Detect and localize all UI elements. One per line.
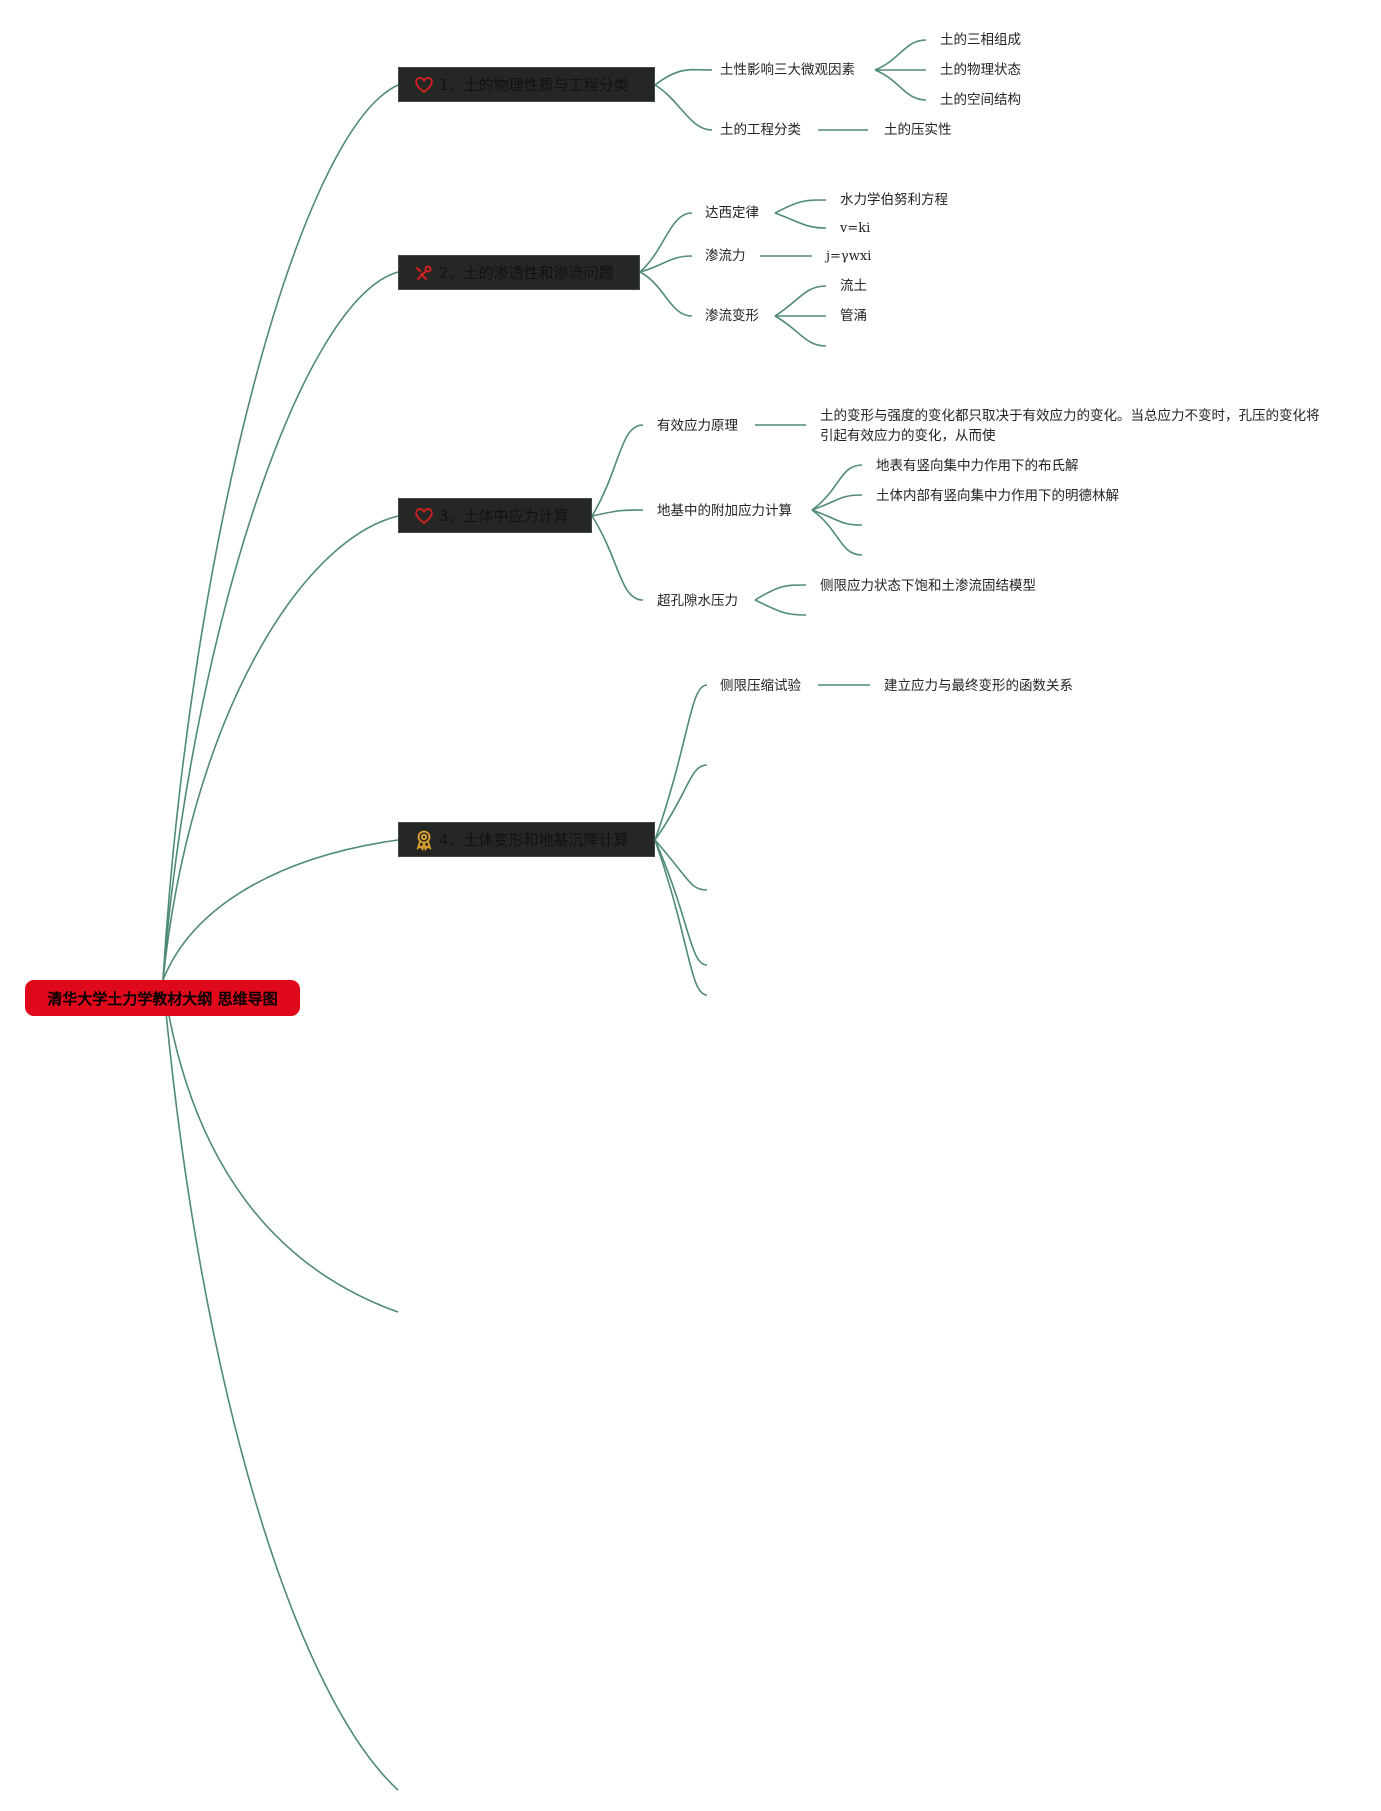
connector [754, 584, 807, 601]
connector [162, 979, 399, 1791]
connector [811, 464, 863, 511]
connector [774, 285, 827, 317]
connector [811, 494, 863, 511]
connector [591, 424, 644, 517]
connector [162, 839, 399, 981]
connector [654, 764, 708, 841]
connector [754, 599, 807, 616]
connector [639, 255, 693, 273]
topic-node-3[interactable]: 3、土体中应力计算 [398, 498, 592, 533]
subtopic-node[interactable]: 土性影响三大微观因素 [720, 62, 855, 78]
connector [591, 515, 644, 601]
connector [654, 84, 713, 131]
connector [639, 271, 693, 317]
connector [654, 839, 708, 891]
connector [811, 509, 863, 556]
topic-label: 4、土体变形和地基沉降计算 [439, 831, 629, 849]
leaf-node[interactable]: 侧限应力状态下饱和土渗流固结模型 [820, 578, 1036, 594]
topic-node-4[interactable]: 4、土体变形和地基沉降计算 [398, 822, 655, 857]
connector [774, 199, 827, 214]
connector [874, 69, 927, 101]
subtopic-node[interactable]: 侧限压缩试验 [720, 678, 801, 694]
leaf-node[interactable]: 建立应力与最终变形的函数关系 [884, 678, 1073, 694]
connector [811, 509, 863, 526]
tools-icon [413, 262, 435, 284]
connector [774, 315, 827, 347]
leaf-node[interactable]: 管涌 [840, 308, 867, 324]
leaf-node[interactable]: 土的变形与强度的变化都只取决于有效应力的变化。当总应力不变时，孔压的变化将引起有… [820, 408, 1320, 444]
connector [774, 212, 827, 229]
leaf-node[interactable]: 土体内部有竖向集中力作用下的明德林解 [876, 488, 1119, 504]
connector [654, 839, 708, 966]
subtopic-node[interactable]: 渗流力 [705, 248, 746, 264]
heart-icon [413, 505, 435, 527]
topic-node-1[interactable]: 1、土的物理性质与工程分类 [398, 67, 655, 102]
subtopic-node[interactable]: 有效应力原理 [657, 418, 738, 434]
root-node[interactable]: 清华大学土力学教材大纲 思维导图 [25, 980, 300, 1016]
subtopic-node[interactable]: 土的工程分类 [720, 122, 801, 138]
connector [654, 68, 713, 86]
topic-node-2[interactable]: 2、土的渗透性和渗流问题 [398, 255, 640, 290]
leaf-node[interactable]: j=γwxi [826, 249, 872, 264]
connector [639, 212, 693, 273]
subtopic-node[interactable]: 超孔隙水压力 [657, 593, 738, 609]
subtopic-node[interactable]: 渗流变形 [705, 308, 759, 324]
award-icon [413, 829, 435, 851]
leaf-node[interactable]: 土的空间结构 [940, 92, 1021, 108]
subtopic-node[interactable]: 地基中的附加应力计算 [657, 503, 792, 519]
connector [874, 39, 927, 71]
topic-label: 3、土体中应力计算 [439, 507, 569, 525]
topic-label: 2、土的渗透性和渗流问题 [439, 264, 614, 282]
heart-icon [413, 74, 435, 96]
leaf-node[interactable]: 土的压实性 [884, 122, 952, 138]
connector [162, 271, 399, 981]
leaf-node[interactable]: 流土 [840, 278, 867, 294]
connector [162, 979, 399, 1313]
leaf-node[interactable]: 土的物理状态 [940, 62, 1021, 78]
connector [591, 509, 644, 517]
connector [654, 684, 708, 841]
leaf-node[interactable]: 水力学伯努利方程 [840, 192, 948, 208]
connector [162, 515, 399, 981]
topic-label: 1、土的物理性质与工程分类 [439, 76, 629, 94]
subtopic-node[interactable]: 达西定律 [705, 205, 759, 221]
connector [162, 84, 399, 981]
leaf-node[interactable]: v=ki [840, 221, 871, 236]
leaf-node[interactable]: 地表有竖向集中力作用下的布氏解 [876, 458, 1079, 474]
root-title: 清华大学土力学教材大纲 思维导图 [47, 989, 278, 1008]
connector [654, 839, 708, 996]
leaf-node[interactable]: 土的三相组成 [940, 32, 1021, 48]
